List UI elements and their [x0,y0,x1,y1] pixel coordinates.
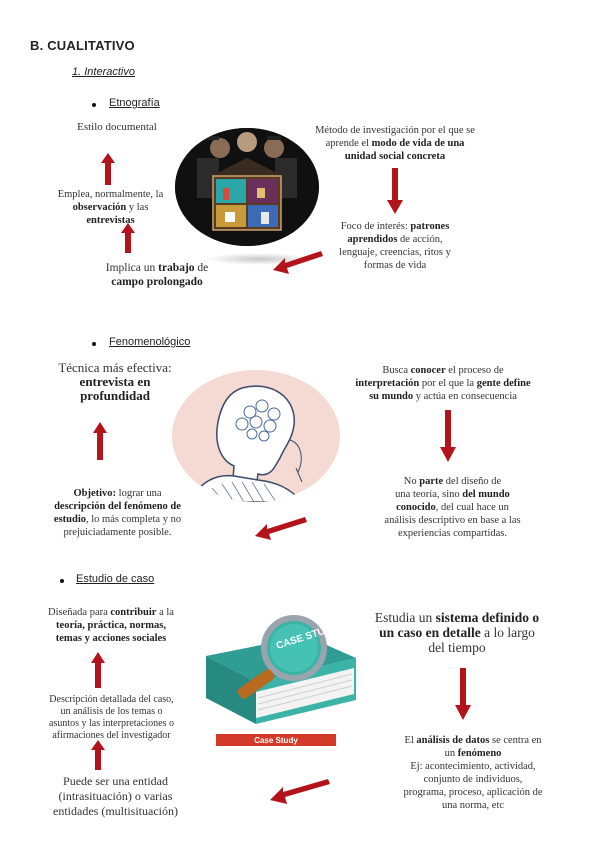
etno-foco: Foco de interés: patrones aprendidos de … [339,221,451,271]
arrow-down-icon [455,668,471,720]
etno-implica: Implica un trabajo de campo prolongado [105,262,209,288]
arrow-down-icon [440,410,456,462]
subsection-title: 1. Interactivo [72,66,135,78]
image-shadow [205,253,315,265]
section-title: B. CUALITATIVO [30,38,135,53]
arrow-left-icon [270,779,330,804]
caso-puede: Puede ser una entidad (intrasituación) o… [53,774,178,818]
book-banner: Case Study [254,736,298,745]
bullet-estudio-caso: Estudio de caso [76,573,155,585]
caso-disenada: Diseñada para contribuir a la teoría, pr… [48,607,174,644]
feno-no-parte: No parte del diseño de una teoría, sino … [384,476,521,539]
etno-estilo: Estilo documental [77,121,157,133]
caso-analisis: El análisis de datos se centra en un fen… [403,735,543,811]
bullet-etnografia: Etnografía [109,97,160,109]
bullet-fenomenologico: Fenomenológico [109,336,191,348]
arrow-up-icon [93,422,107,460]
bullet-dot [60,579,64,583]
caso-descripcion: Descripción detallada del caso, un análi… [49,694,174,741]
etno-emplea: Emplea, normalmente, la observación y la… [57,189,164,226]
case-study-illustration: CASE STUDY Case Study [196,596,366,751]
bullet-dot [92,342,96,346]
etno-metodo: Método de investigación por el que se ap… [315,125,475,162]
arrow-up-icon [121,223,135,253]
bullet-dot [92,103,96,107]
feno-busca: Busca conocer el proceso de interpretaci… [355,365,531,402]
arrow-down-icon [387,168,403,214]
arrow-up-icon [91,740,105,770]
head-brain-illustration [172,370,340,502]
arrow-left-icon [273,251,323,274]
caso-estudia: Estudia un sistema definido o un caso en… [374,610,540,655]
feno-objetivo: Objetivo: lograr una descripción del fen… [53,488,182,538]
arrow-up-icon [101,153,115,185]
ethnography-illustration [175,128,319,246]
feno-tecnica: Técnica más efectiva: entrevista en prof… [58,360,172,403]
arrow-up-icon [91,652,105,688]
arrow-left-icon [255,517,307,540]
